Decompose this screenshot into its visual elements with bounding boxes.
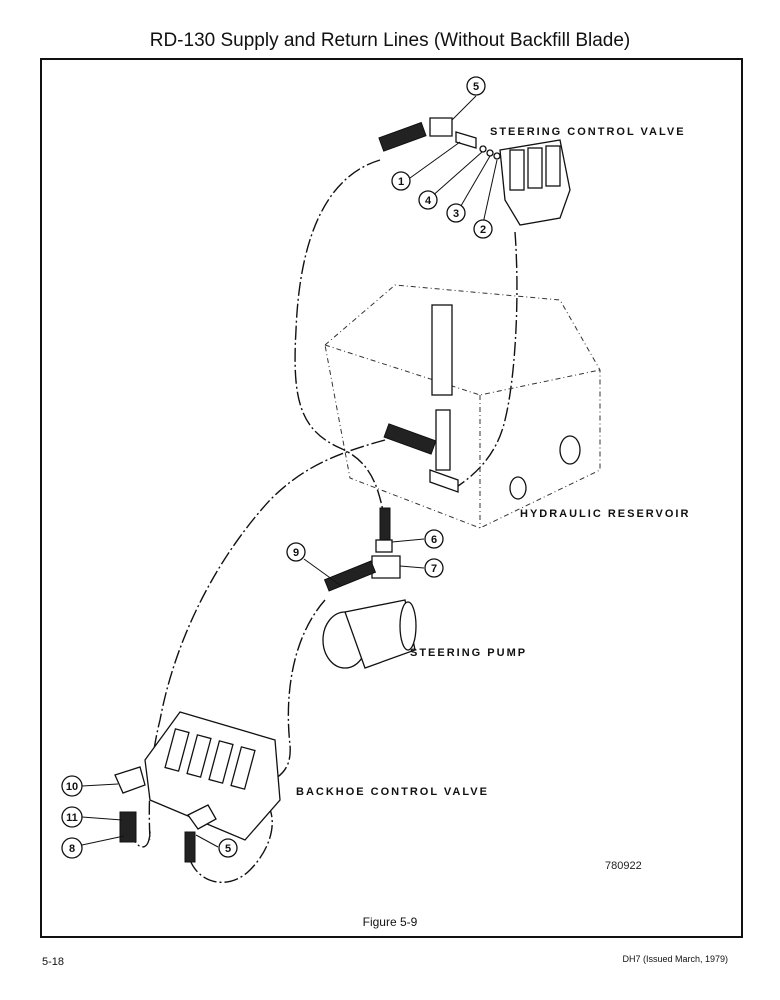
callout-3: 3 [446, 203, 466, 223]
svg-text:3: 3 [453, 208, 459, 220]
adapter-1 [455, 131, 477, 149]
callout-2: 2 [473, 219, 493, 239]
callout-7: 7 [424, 558, 444, 578]
tee-fitting-shape [323, 507, 401, 592]
hose-backhoe-return [189, 799, 273, 884]
callout-leaders [81, 95, 498, 848]
svg-text:9: 9 [293, 547, 299, 559]
elbow-5-lower [187, 804, 217, 830]
reservoir-port [559, 435, 581, 465]
callouts: 5 1 4 3 2 6 7 9 10 11 8 5 [61, 76, 493, 859]
hose-steering-return [454, 231, 518, 489]
callout-4: 4 [418, 190, 438, 210]
svg-text:4: 4 [425, 195, 432, 207]
hose-steering-to-tee [294, 159, 385, 516]
svg-text:5: 5 [473, 81, 479, 93]
svg-text:2: 2 [480, 224, 486, 236]
backhoe-control-valve-shape [114, 711, 281, 863]
callout-5-bottom: 5 [218, 838, 238, 858]
svg-text:5: 5 [225, 843, 231, 855]
label-backhoe-control-valve: BACKHOE CONTROL VALVE [296, 786, 489, 798]
drawing-number: 780922 [605, 860, 642, 872]
reservoir-port-2 [509, 476, 527, 500]
label-hydraulic-reservoir: HYDRAULIC RESERVOIR [520, 508, 690, 520]
hose-lines [129, 159, 518, 884]
page-title: RD-130 Supply and Return Lines (Without … [149, 30, 631, 51]
hose-8-end [119, 811, 137, 843]
callout-9: 9 [286, 542, 306, 562]
reservoir-hose-end [383, 423, 437, 455]
steering-pump-shape [322, 599, 417, 669]
svg-text:11: 11 [66, 812, 78, 824]
hydraulic-reservoir-shape [324, 284, 601, 529]
elbow-fitting-5 [429, 117, 453, 137]
callout-1: 1 [391, 171, 411, 191]
steering-control-valve-shape [378, 117, 571, 226]
svg-text:8: 8 [69, 843, 75, 855]
hose-reservoir-to-backhoe [148, 439, 386, 841]
hose-pump-to-backhoe [249, 599, 326, 791]
reservoir-filler-neck [431, 304, 453, 396]
tee-pipe [379, 507, 391, 541]
callout-11: 11 [61, 806, 83, 828]
label-steering-pump: STEERING PUMP [410, 647, 527, 659]
tee-7 [371, 555, 401, 579]
page-number: 5-18 [42, 956, 65, 968]
hose-9-end [323, 560, 377, 592]
figure-frame [40, 58, 743, 938]
steering-hose-end [378, 121, 427, 152]
reservoir-fitting [429, 469, 459, 493]
callout-8: 8 [61, 837, 83, 859]
issue-note: DH7 (Issued March, 1979) [622, 954, 728, 964]
figure-caption: Figure 5-9 [362, 915, 418, 929]
callout-5-top: 5 [466, 76, 486, 96]
fitting-6 [375, 539, 393, 553]
callout-10: 10 [61, 775, 83, 797]
label-steering-control-valve: STEERING CONTROL VALVE [490, 126, 686, 138]
svg-text:10: 10 [66, 781, 78, 793]
svg-text:1: 1 [398, 176, 404, 188]
svg-text:7: 7 [431, 563, 437, 575]
svg-text:6: 6 [431, 534, 437, 546]
elbow-10 [114, 766, 146, 794]
reservoir-standpipe [435, 409, 451, 471]
hose-5-lower [184, 831, 196, 863]
callout-6: 6 [424, 529, 444, 549]
